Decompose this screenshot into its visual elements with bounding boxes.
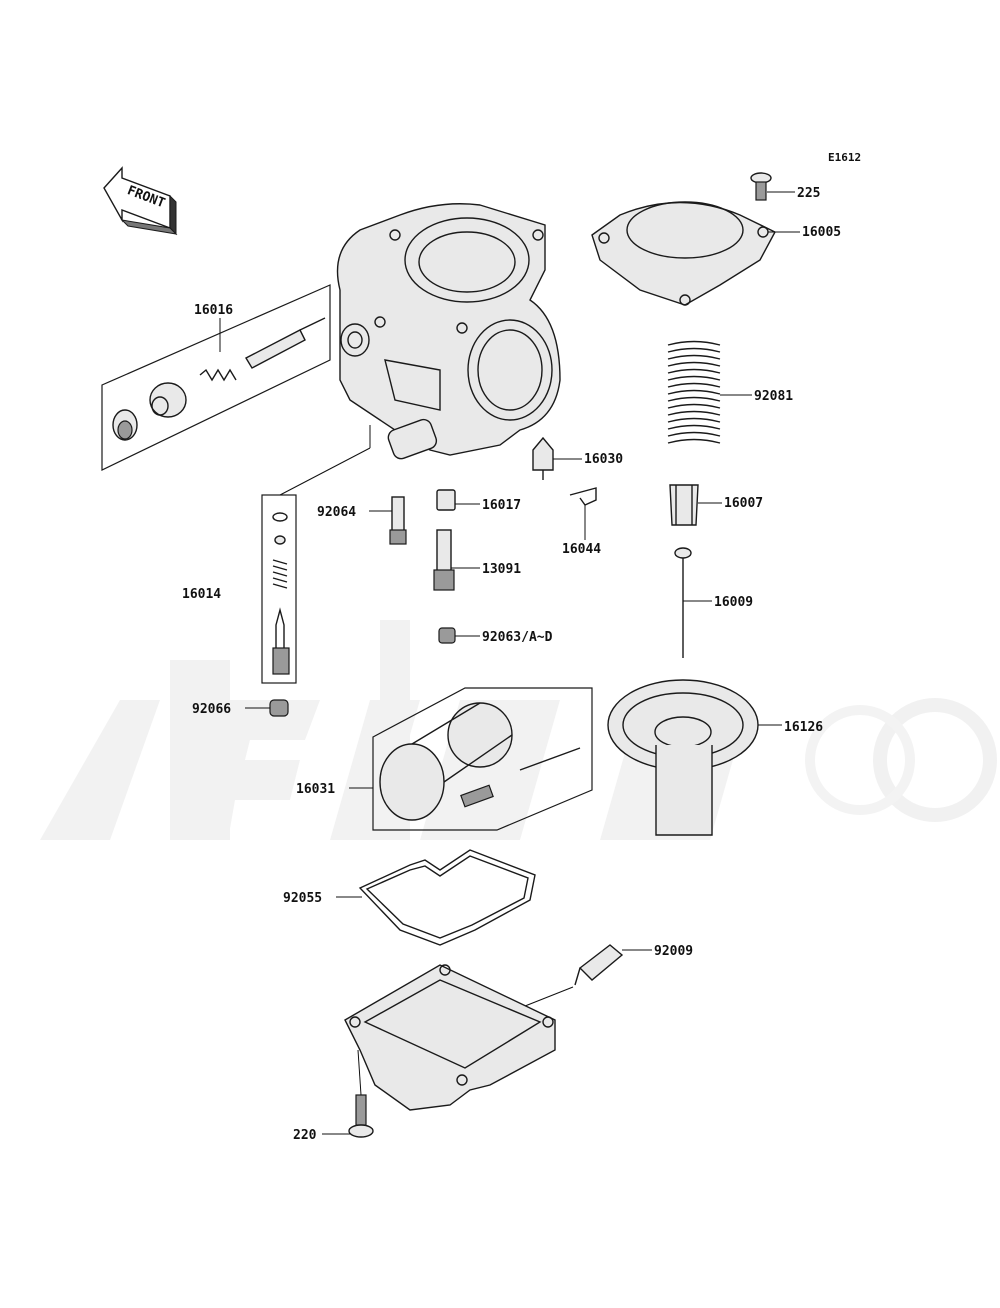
part-92066: 92066 [192,699,289,717]
part-label-225: 225 [797,186,820,201]
diagram-code: E1612 [828,151,861,164]
part-16014: 16014 [182,425,371,684]
part-225: 225 [750,172,820,201]
part-label-16016: 16016 [194,303,233,318]
part-92064: 92064 [317,496,407,545]
part-92063: 92063/A~D [438,627,553,645]
part-label-220: 220 [293,1128,317,1143]
part-13091: 13091 [433,529,521,591]
part-label-92055: 92055 [283,891,322,906]
part-label-92064: 92064 [317,505,356,520]
part-16016: 16016 [101,284,331,471]
part-92009: 92009 [519,944,693,1009]
part-92055: 92055 [283,849,536,946]
part-16017: 16017 [436,489,521,513]
part-16005: 16005 [591,201,841,306]
part-92081: 92081 [667,340,793,444]
part-label-16126: 16126 [784,720,823,735]
part-16031: 16031 [296,687,593,831]
part-16044: 16044 [562,487,601,557]
part-label-16014: 16014 [182,587,221,602]
part-label-16017: 16017 [482,498,521,513]
part-label-92063: 92063/A~D [482,630,553,645]
part-16126: 16126 [607,679,823,836]
watermark [40,620,997,840]
part-220: 220 [293,1049,374,1143]
part-label-16044: 16044 [562,542,601,557]
part-label-16030: 16030 [584,452,623,467]
part-label-92081: 92081 [754,389,793,404]
part-16030: 16030 [532,436,623,480]
part-16007: 16007 [669,484,763,526]
part-label-13091: 13091 [482,562,521,577]
front-arrow-icon: FRONT [103,166,178,236]
float-bowl [344,964,556,1111]
part-label-92066: 92066 [192,702,231,717]
part-label-16009: 16009 [714,595,753,610]
part-label-16031: 16031 [296,782,335,797]
carburetor-body [336,203,561,460]
part-16009: 16009 [674,547,753,658]
part-label-16005: 16005 [802,225,841,240]
part-label-16007: 16007 [724,496,763,511]
part-label-92009: 92009 [654,944,693,959]
